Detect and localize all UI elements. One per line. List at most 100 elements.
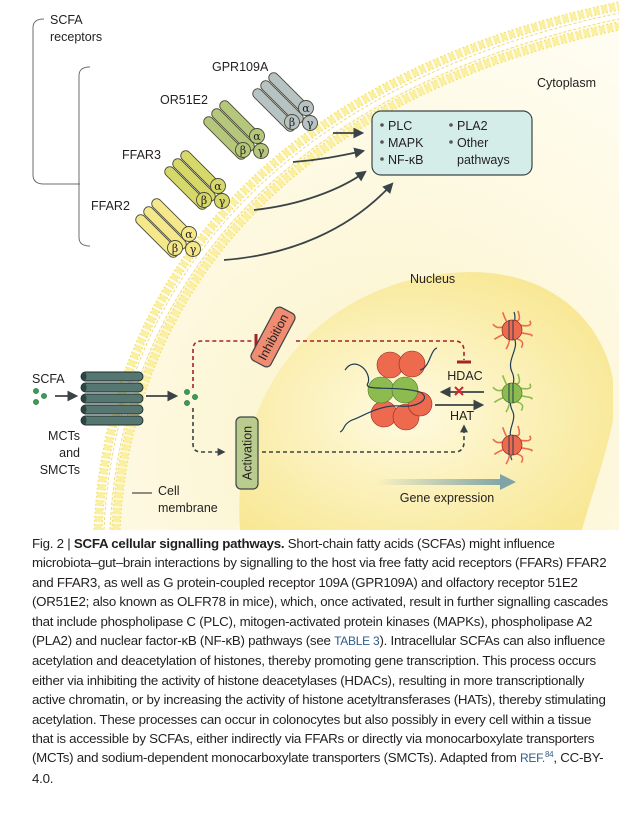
reference-number[interactable]: 84 (544, 750, 554, 760)
histone-tail (493, 333, 504, 340)
g-protein-alpha-label: α (185, 228, 193, 241)
transporter-channel (80, 371, 144, 382)
hdac-blocked-x-icon (454, 386, 464, 396)
transporter-channel (80, 415, 144, 426)
receptor-label-or51e2: OR51E2 (160, 93, 208, 107)
histone-tail (492, 323, 503, 329)
reference-link[interactable]: REF. (519, 751, 545, 766)
scfa-molecules-outside (33, 388, 47, 405)
activation-pathway (192, 408, 468, 456)
table-3-link[interactable]: TABLE 3 (334, 634, 380, 649)
dna-wrap (508, 383, 514, 403)
figure-number: Fig. 2 | (32, 536, 74, 551)
transporter-channel-end (81, 394, 87, 403)
dna-wrap (508, 435, 514, 455)
g-protein-beta-subunit (284, 114, 300, 130)
caption-text-1: Short-chain fatty acids (SCFAs) might in… (32, 536, 608, 649)
histone-tail (493, 396, 504, 403)
transmembrane-helix (260, 80, 304, 124)
pathway-other: Other (457, 136, 488, 150)
pathway-pathways: pathways (457, 153, 510, 167)
g-protein-gamma-subunit (214, 193, 230, 209)
histone-core (501, 382, 523, 404)
transporter-label-2: and (59, 446, 80, 460)
scfa-receptors-label-2: receptors (50, 30, 102, 44)
transporter-channel-end (81, 405, 87, 414)
g-protein-beta-subunit (196, 192, 212, 208)
histone-tail (520, 320, 532, 327)
caption-text-3: , CC-BY-4.0. (32, 750, 604, 786)
g-protein-beta-label: β (201, 194, 207, 207)
g-protein-gamma-label: γ (258, 145, 265, 158)
transporter-channel (80, 393, 144, 404)
hat-label: HAT (450, 409, 474, 423)
g-protein-alpha-subunit (181, 226, 197, 242)
gene-expression-arrow (376, 474, 516, 490)
acetylated-nucleosome (492, 310, 533, 350)
histone-core (501, 319, 523, 341)
cell-membrane-label-2: membrane (158, 501, 218, 515)
figure-title: SCFA cellular signalling pathways. (73, 536, 285, 551)
histone-tail (521, 332, 533, 337)
condensed-chromatin (339, 347, 438, 433)
acetylated-nucleosome (492, 425, 533, 465)
cytoplasm-label: Cytoplasm (537, 76, 596, 90)
scfa-molecules-inside (184, 389, 198, 406)
g-protein-beta-label: β (289, 116, 295, 129)
g-protein-beta-label: β (240, 144, 246, 157)
hdac-label: HDAC (447, 369, 482, 383)
g-protein-alpha-label: α (302, 102, 310, 115)
activation-badge: Activation (235, 416, 259, 490)
histone-tail (516, 401, 524, 412)
transporter-channel-end (81, 416, 87, 425)
activation-label: Activation (241, 426, 255, 480)
pathway-nfkb: NF-κB (388, 153, 423, 167)
g-protein-alpha-subunit (298, 100, 314, 116)
gene-expression-label: Gene expression (400, 491, 495, 505)
pathway-mapk: MAPK (388, 136, 424, 150)
g-protein-gamma-label: γ (307, 117, 314, 130)
g-protein-alpha-subunit (210, 178, 226, 194)
histone-tail (492, 438, 503, 444)
signalling-arrows (223, 127, 394, 261)
caption-text-2: ). Intracellular SCFAs can also influenc… (32, 633, 606, 766)
g-protein-beta-subunit (235, 142, 251, 158)
histone-tail (520, 435, 532, 442)
histone-core (501, 434, 523, 456)
scfa-receptors-label-1: SCFA (50, 13, 83, 27)
histone-tail (521, 447, 533, 452)
mct-smct-transporter (80, 371, 144, 426)
histone-tail (516, 453, 524, 464)
pathways-list: PLC MAPK NF-κB PLA2 Other pathways (380, 119, 510, 167)
transporter-channel (80, 404, 144, 415)
transporter-label-1: MCTs (48, 429, 80, 443)
histone-tail (492, 386, 503, 392)
g-protein-gamma-label: γ (219, 195, 226, 208)
transporter-label-3: SMCTs (40, 463, 80, 477)
cell-membrane (93, 1, 619, 530)
g-protein-gamma-label: γ (190, 243, 197, 256)
transmembrane-helix (143, 206, 187, 250)
dna-wrap (508, 320, 514, 340)
histone-tail (520, 383, 532, 390)
receptor-label-ffar3: FFAR3 (122, 148, 161, 162)
transporter-channel-end (81, 372, 87, 381)
histone-tail (493, 448, 504, 455)
transporter-channel (80, 382, 144, 393)
pathway-pla2: PLA2 (457, 119, 488, 133)
acetylated-nucleosome (492, 373, 533, 413)
histone-tail (521, 395, 533, 400)
cell-membrane-label-1: Cell (158, 484, 180, 498)
g-protein-gamma-subunit (253, 143, 269, 159)
scfa-receptors-bracket (32, 18, 91, 247)
g-protein-beta-label: β (172, 242, 178, 255)
scfa-label: SCFA (32, 372, 65, 386)
receptor-label-gpr109a: GPR109A (212, 60, 269, 74)
g-protein-gamma-subunit (185, 241, 201, 257)
